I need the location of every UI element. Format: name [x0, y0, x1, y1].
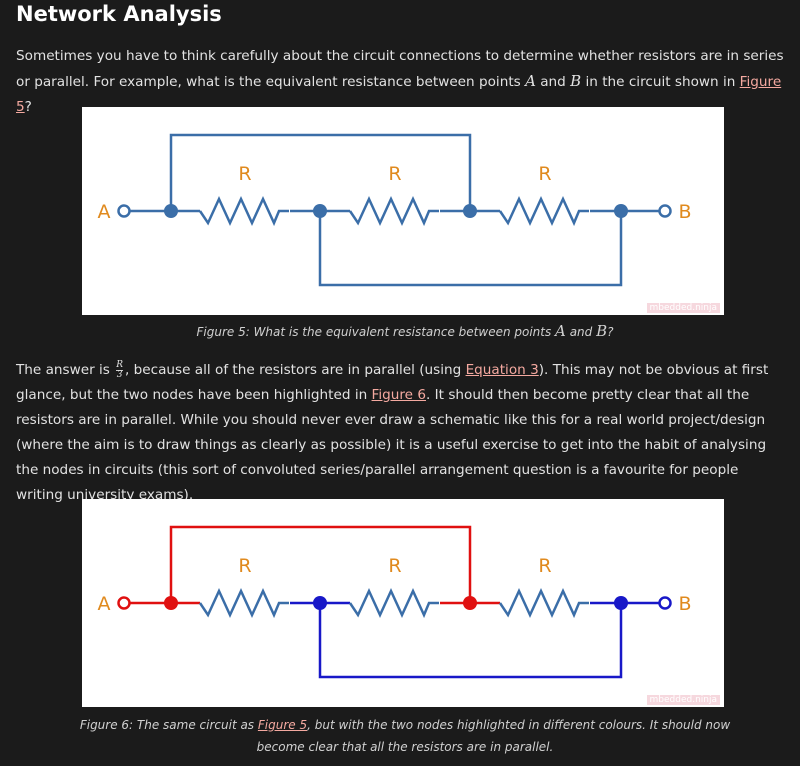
- terminal-b: [658, 596, 672, 610]
- figure-6-caption: Figure 6: The same circuit as Figure 5, …: [79, 718, 731, 754]
- figure-5-caption: Figure 5: What is the equivalent resista…: [196, 322, 614, 340]
- bottom-wire: [318, 211, 623, 287]
- figure-6-image: R R R A B mbedded.ninja: [82, 499, 724, 707]
- terminal-a: [117, 204, 131, 218]
- red-node-wire: [130, 525, 500, 605]
- node: [164, 204, 178, 218]
- circuit-diagram: R R R A B: [98, 133, 692, 287]
- terminal-b-label: B: [678, 593, 691, 615]
- resistor-label: R: [388, 163, 401, 185]
- blue-node: [614, 596, 628, 610]
- circuit-diagram-highlighted: R R R A B: [98, 525, 692, 679]
- figure-5-link[interactable]: Figure 5: [16, 74, 782, 115]
- figure-5-link[interactable]: Figure 5: [257, 718, 308, 732]
- top-wire: [169, 133, 472, 211]
- terminal-a: [117, 596, 131, 610]
- intro-paragraph: Sometimes you have to think carefully ab…: [16, 48, 784, 115]
- node: [614, 204, 628, 218]
- page-title: Network Analysis: [16, 2, 222, 26]
- resistor-label: R: [538, 163, 551, 185]
- figure-5-image: R R R A B mbedded.ninja: [82, 107, 724, 315]
- resistor-label: R: [238, 163, 251, 185]
- resistor-2: [348, 587, 439, 619]
- equation-3-link[interactable]: Equation 3: [465, 362, 539, 378]
- blue-node: [313, 596, 327, 610]
- node: [463, 204, 477, 218]
- resistor-label: R: [538, 555, 551, 577]
- watermark: mbedded.ninja: [646, 303, 720, 313]
- watermark: mbedded.ninja: [646, 695, 720, 705]
- blue-node-wire: [290, 601, 659, 679]
- resistor-2: [348, 195, 439, 227]
- resistor-3: [498, 195, 589, 227]
- terminal-b: [658, 204, 672, 218]
- resistor-1: [198, 195, 289, 227]
- resistor-label: R: [388, 555, 401, 577]
- resistor-1: [198, 587, 289, 619]
- red-node: [463, 596, 477, 610]
- resistor-3: [498, 587, 589, 619]
- figure-6-link[interactable]: Figure 6: [371, 387, 427, 403]
- red-node: [164, 596, 178, 610]
- terminal-b-label: B: [678, 201, 691, 223]
- terminal-a-label: A: [98, 593, 111, 615]
- node: [313, 204, 327, 218]
- terminal-a-label: A: [98, 201, 111, 223]
- resistor-label: R: [238, 555, 251, 577]
